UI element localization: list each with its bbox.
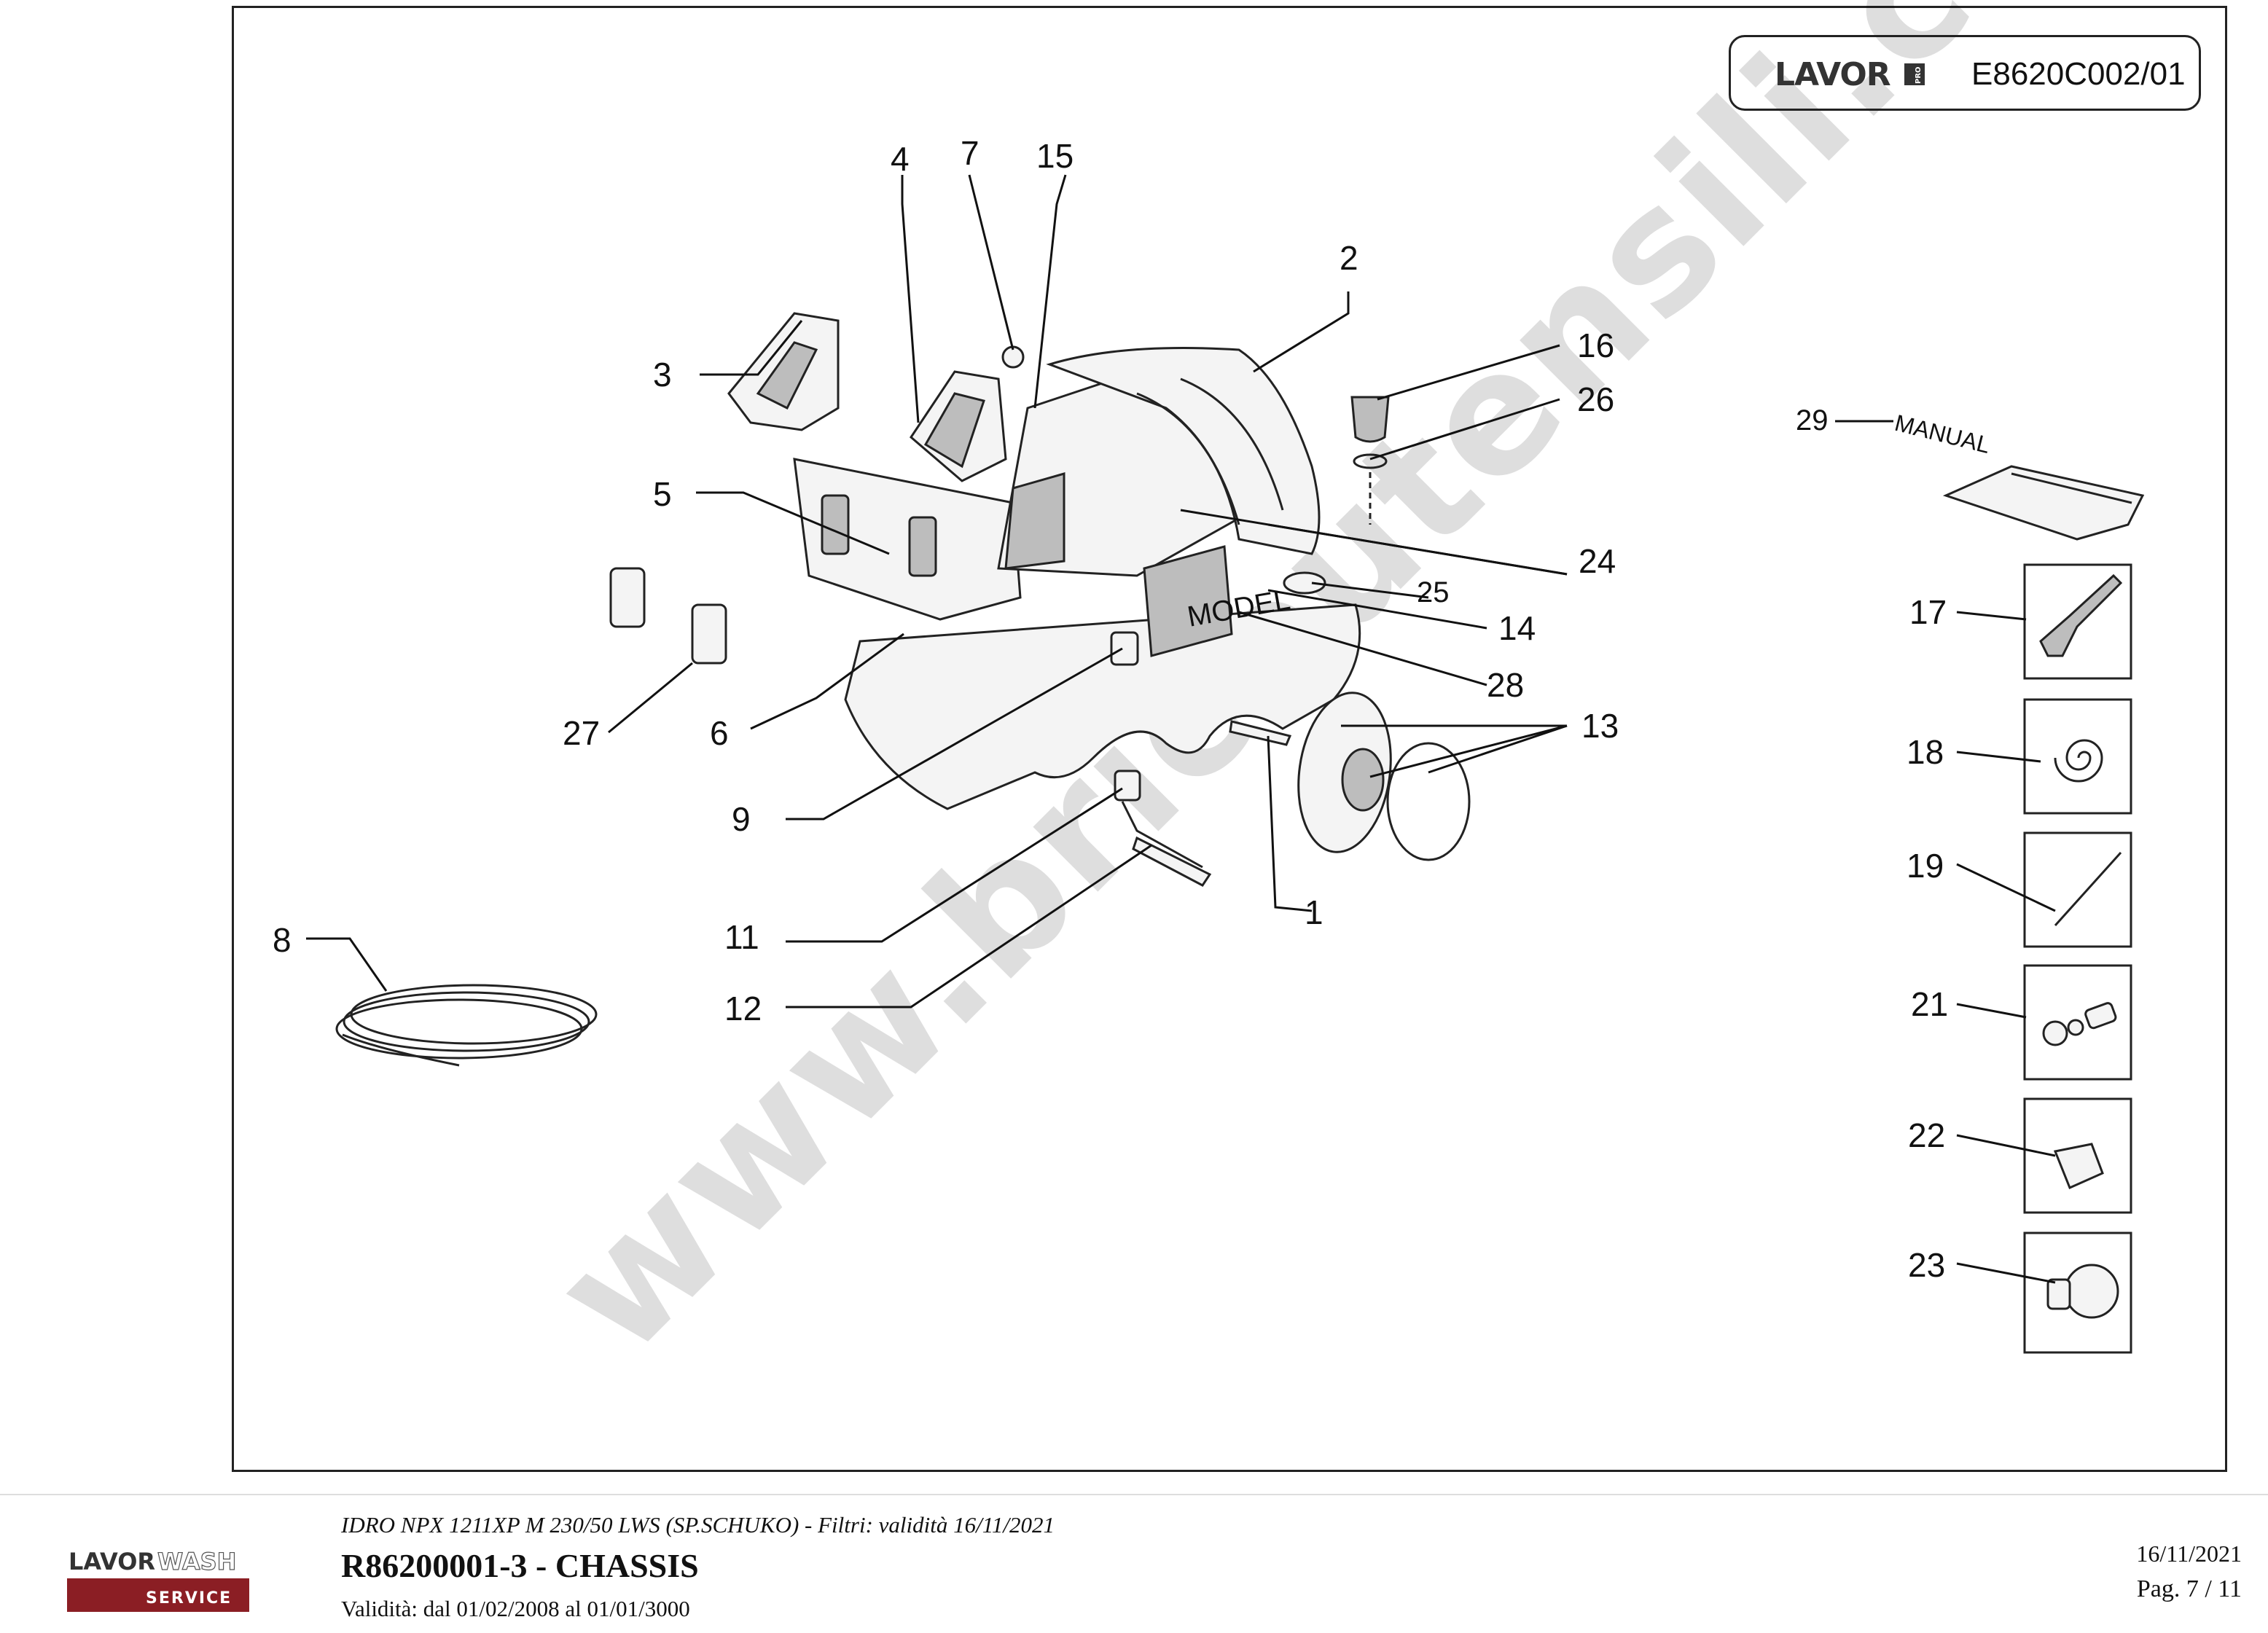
footer-page-number: Pag. 7 / 11 xyxy=(2136,1575,2242,1602)
document-code-box: LAVOR PRO E8620C002/01 xyxy=(1729,35,2201,111)
drawing-frame xyxy=(232,6,2227,1472)
footer-model-line: IDRO NPX 1211XP M 230/50 LWS (SP.SCHUKO)… xyxy=(341,1512,1055,1538)
callout-22: 22 xyxy=(1908,1116,1945,1154)
svg-text:WASH: WASH xyxy=(157,1548,236,1575)
callout-24: 24 xyxy=(1579,542,1616,580)
callout-21: 21 xyxy=(1911,985,1948,1023)
callout-9: 9 xyxy=(732,800,751,838)
callout-4: 4 xyxy=(891,140,910,178)
callout-19: 19 xyxy=(1907,847,1944,885)
callout-23: 23 xyxy=(1908,1246,1945,1284)
footer-divider xyxy=(0,1494,2268,1495)
callout-16: 16 xyxy=(1577,326,1614,364)
manual-label: MANUAL xyxy=(1892,410,1993,458)
chassis-illustration: MODEL MANUAL xyxy=(335,312,2145,1067)
accessory-box-19 xyxy=(2023,831,2132,948)
footer-validity: Validità: dal 01/02/2008 al 01/01/3000 xyxy=(341,1596,690,1621)
callout-11: 11 xyxy=(724,918,759,956)
callout-12: 12 xyxy=(724,990,762,1027)
callout-17: 17 xyxy=(1909,593,1947,631)
callout-7: 7 xyxy=(961,134,979,172)
callout-29: 29 xyxy=(1796,404,1829,436)
callout-3: 3 xyxy=(653,356,672,393)
callout-6: 6 xyxy=(710,714,729,752)
watermark: www.bricoutensili.com xyxy=(517,0,2218,1391)
lavor-logo: LAVOR PRO xyxy=(1775,56,1925,93)
callout-8: 8 xyxy=(273,921,292,959)
footer-title: R86200001-3 - CHASSIS xyxy=(341,1547,699,1584)
leader-lines xyxy=(306,174,2056,1284)
svg-text:LAVOR: LAVOR xyxy=(69,1548,155,1575)
callout-5: 5 xyxy=(653,475,672,513)
accessory-boxes xyxy=(2023,563,2132,1354)
callout-1: 1 xyxy=(1305,893,1323,931)
lavorwash-service-logo: LAVOR WASH SERVICE xyxy=(67,1547,249,1612)
svg-text:LAVOR: LAVOR xyxy=(1775,56,1890,93)
document-code: E8620C002/01 xyxy=(1971,56,2186,92)
callout-numbers: 1 2 3 4 5 6 7 8 9 11 12 13 14 15 16 17 1… xyxy=(273,134,1948,1284)
footer-date: 16/11/2021 xyxy=(2136,1540,2242,1567)
callout-18: 18 xyxy=(1907,733,1944,771)
callout-15: 15 xyxy=(1036,137,1074,175)
callout-13: 13 xyxy=(1581,707,1619,745)
callout-26: 26 xyxy=(1577,380,1614,418)
svg-text:PRO: PRO xyxy=(1915,66,1923,84)
svg-text:SERVICE: SERVICE xyxy=(146,1589,232,1607)
callout-14: 14 xyxy=(1498,609,1536,647)
callout-27: 27 xyxy=(563,714,600,752)
callout-25: 25 xyxy=(1417,576,1450,608)
callout-2: 2 xyxy=(1340,239,1358,277)
callout-28: 28 xyxy=(1487,666,1524,704)
